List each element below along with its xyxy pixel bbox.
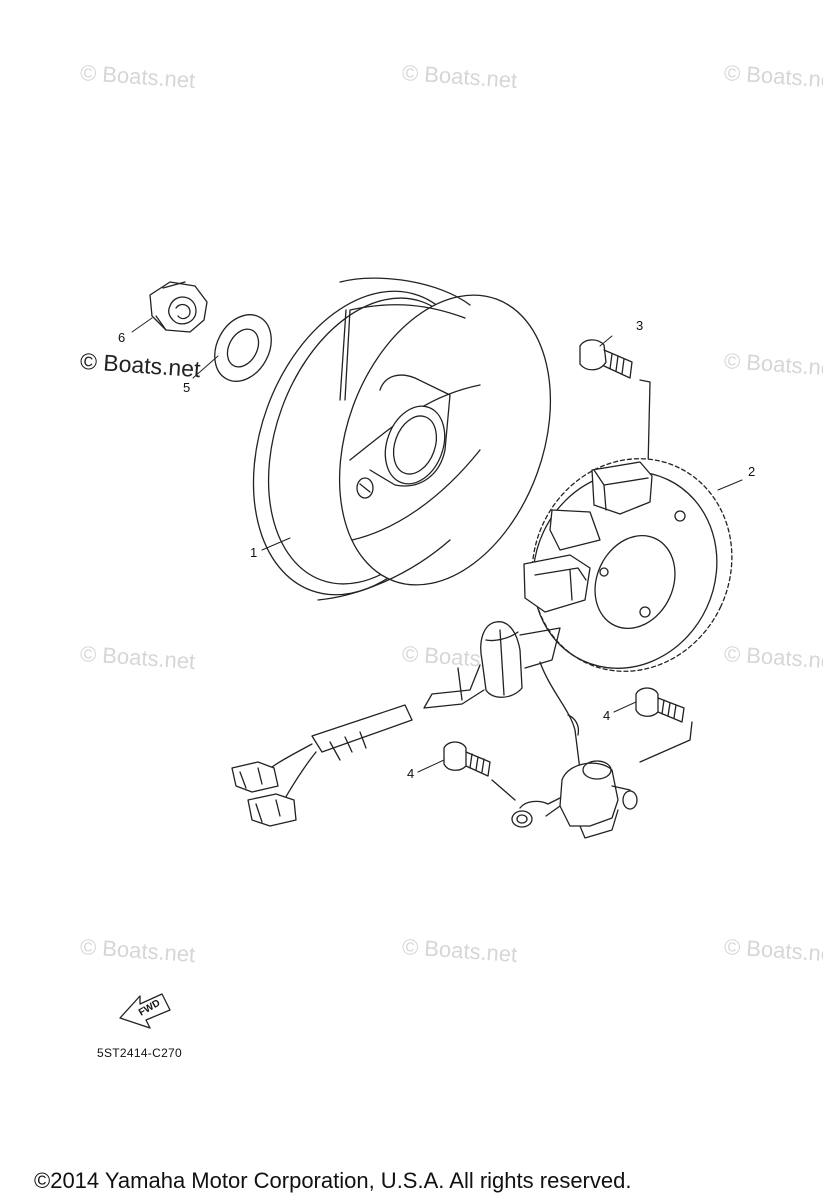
screw-part (635, 687, 685, 723)
screw-part (443, 741, 516, 801)
flywheel-rotor-part (252, 277, 552, 601)
fwd-arrow-icon (119, 993, 171, 1029)
copyright-notice: ©2014 Yamaha Motor Corporation, U.S.A. A… (34, 1168, 632, 1193)
leader-lines (131, 317, 743, 773)
callout-number: 4 (407, 766, 415, 781)
screw-part (579, 339, 651, 469)
wire-harness-part (231, 621, 581, 827)
callout-number: 6 (118, 330, 126, 345)
diagram-code: 5ST2414-C270 (97, 1046, 182, 1060)
washer-part (214, 314, 272, 382)
callout-number: 1 (250, 545, 258, 560)
callout-number: 3 (636, 318, 644, 333)
callout-number: 2 (748, 464, 756, 479)
callout-number: 4 (603, 708, 611, 723)
stator-part (523, 458, 733, 672)
callout-number: 5 (183, 380, 191, 395)
nut-part (149, 281, 208, 333)
pulser-coil-part (511, 721, 693, 839)
